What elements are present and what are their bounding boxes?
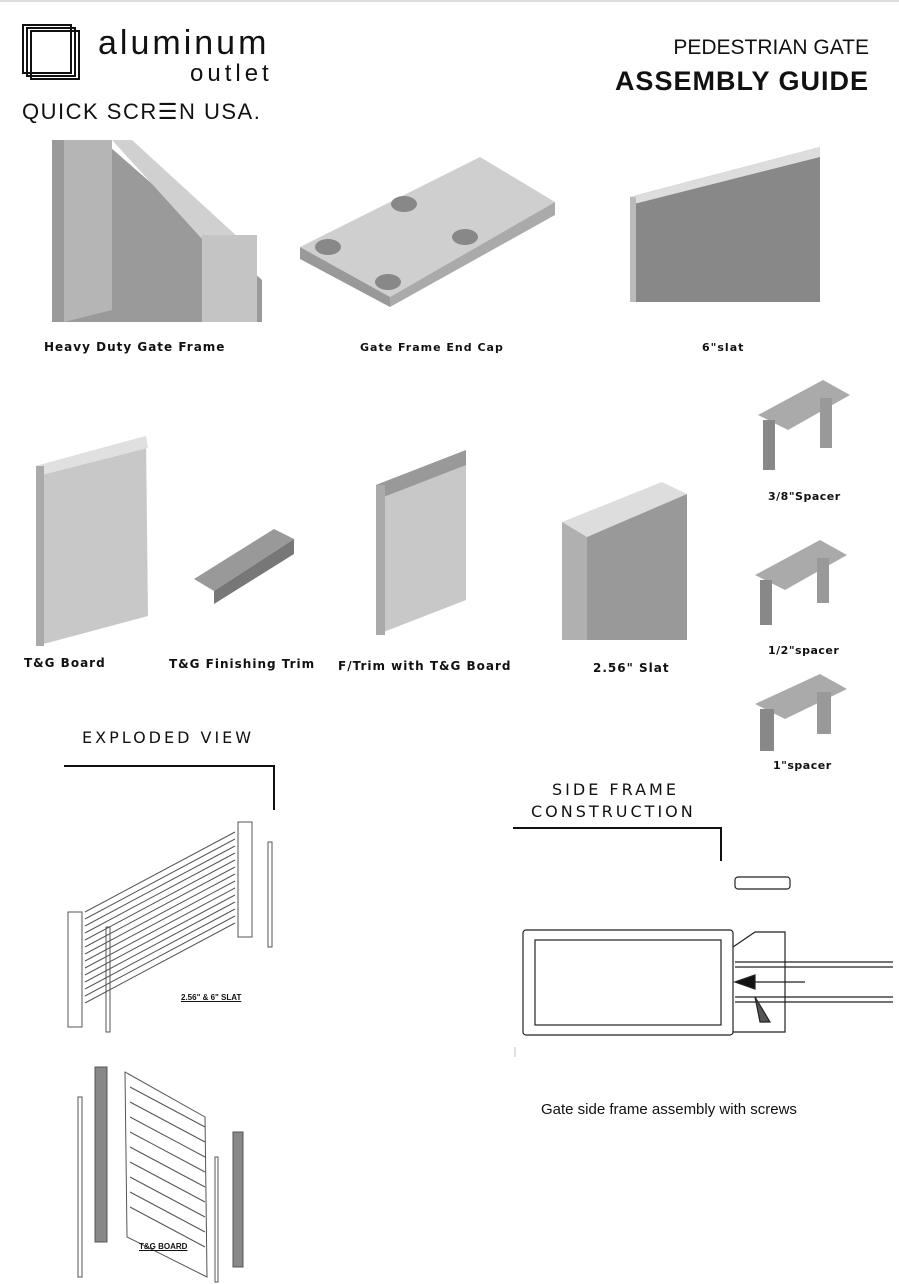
ftrim-board-image bbox=[376, 450, 466, 635]
side-frame-cross-section bbox=[514, 876, 893, 1057]
exploded-view-heading: EXPLODED VIEW bbox=[82, 728, 255, 747]
side-frame-caption: Gate side frame assembly with screws bbox=[541, 1101, 797, 1118]
part-label: 1/2"spacer bbox=[768, 644, 840, 657]
tg-trim-image bbox=[194, 529, 294, 604]
part-label: 6"slat bbox=[702, 341, 745, 354]
logo-icon bbox=[22, 24, 80, 80]
spacer-3-8-image bbox=[758, 380, 850, 470]
gate-frame-image bbox=[52, 140, 262, 322]
header-subtitle: PEDESTRIAN GATE bbox=[673, 36, 869, 59]
side-frame-heading-bracket bbox=[513, 827, 722, 861]
brand-name: aluminum bbox=[98, 24, 270, 62]
slat-256-image bbox=[562, 482, 687, 640]
part-label: F/Trim with T&G Board bbox=[338, 659, 512, 673]
exploded-heading-bracket bbox=[64, 765, 275, 810]
part-label: T&G Finishing Trim bbox=[169, 657, 316, 671]
end-cap-image bbox=[300, 157, 555, 307]
tg-board-image bbox=[36, 436, 148, 646]
six-inch-slat-image bbox=[630, 147, 820, 302]
part-label: Gate Frame End Cap bbox=[360, 341, 504, 354]
part-label: 1"spacer bbox=[773, 759, 832, 772]
spacer-1-2-image bbox=[755, 540, 847, 625]
part-label: Heavy Duty Gate Frame bbox=[44, 340, 226, 354]
page-title: ASSEMBLY GUIDE bbox=[614, 66, 869, 96]
slat-exploded-diagram bbox=[67, 821, 273, 1033]
spacer-1-image bbox=[755, 674, 847, 751]
brand-tagline: QUICK SCR☰N USA. bbox=[22, 99, 262, 124]
part-label: 2.56" Slat bbox=[593, 661, 670, 675]
side-frame-heading-line1: SIDE FRAME bbox=[552, 780, 679, 799]
slat-caption: 2.56" & 6" SLAT bbox=[181, 993, 242, 1002]
brand-sub: outlet bbox=[190, 60, 273, 87]
part-label: 3/8"Spacer bbox=[768, 490, 841, 503]
part-label: T&G Board bbox=[24, 656, 106, 670]
tg-board-caption: T&G BOARD bbox=[139, 1242, 188, 1251]
tg-board-exploded-diagram bbox=[77, 1066, 244, 1283]
side-frame-heading-line2: CONSTRUCTION bbox=[531, 802, 696, 821]
